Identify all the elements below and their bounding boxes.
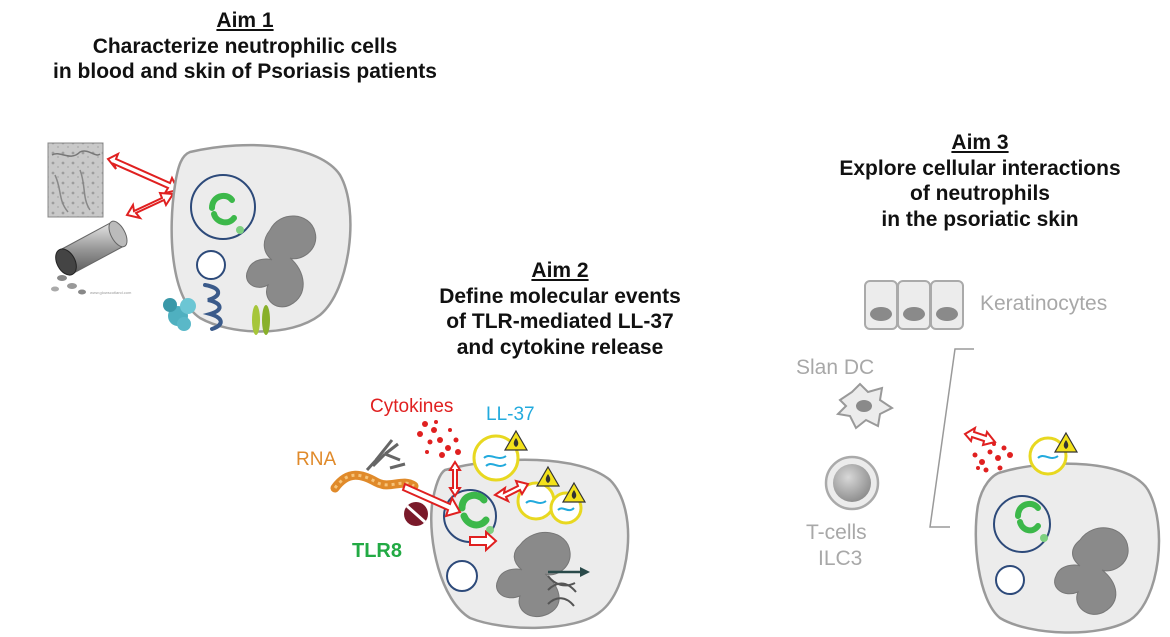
keratinocyte-cells (864, 280, 964, 330)
aim-1-line-1: Characterize neutrophilic cells (92, 34, 398, 58)
protein-structure-icon (163, 298, 196, 331)
aim-2-title: Aim 2 Define molecular events of TLR-med… (395, 258, 725, 360)
bracket-line (929, 348, 974, 528)
aim-1-title: Aim 1 Characterize neutrophilic cells in… (10, 8, 480, 85)
ilc3-label: ILC3 (818, 547, 863, 570)
neutrophil-cell-aim1 (163, 143, 352, 335)
granule-ll37-aim3 (1028, 432, 1078, 476)
aim-3-line-3: in the psoriatic skin (881, 207, 1079, 231)
tlr8-label: TLR8 (352, 540, 402, 562)
aim-3-line-2: of neutrophils (910, 182, 1050, 206)
aim-2-heading: Aim 2 (531, 259, 589, 282)
channel-icon (252, 305, 270, 335)
tlr8-receptor (458, 491, 494, 534)
histology-image (47, 142, 104, 218)
aim-3-title: Aim 3 Explore cellular interactions of n… (795, 130, 1165, 232)
aim-2-line-2: of TLR-mediated LL-37 (446, 310, 674, 334)
tcell-ilc3-cell (824, 455, 880, 511)
rna-strand-icon (330, 470, 419, 493)
multilobed-nucleus (246, 215, 317, 308)
cytokine-dots-aim3 (972, 442, 1013, 473)
cytokine-dots-aim2 (417, 420, 461, 458)
slan-dc-label: Slan DC (796, 356, 875, 379)
antibody-icon (365, 439, 406, 472)
red-arrows-aim2 (401, 460, 530, 553)
cytokines-label: Cytokines (370, 396, 454, 417)
keratinocytes-label: Keratinocytes (980, 292, 1108, 315)
neutrophil-cell-aim3 (974, 462, 1161, 634)
tlr-receptor-green (209, 192, 244, 234)
aim-3-line-1: Explore cellular interactions (839, 156, 1121, 180)
aim-1-line-2: in blood and skin of Psoriasis patients (53, 60, 437, 84)
ll37-label: LL-37 (486, 404, 535, 425)
blood-tube-icon (51, 220, 128, 295)
double-arrows-aim1 (106, 151, 180, 220)
aim-1-heading: Aim 1 (216, 9, 274, 32)
tiny-caption: www.glowscotland.com (90, 290, 132, 295)
dna-icon (547, 575, 577, 607)
aim-2-line-1: Define molecular events (439, 284, 681, 308)
slan-dc-cell (835, 382, 894, 430)
granule-ll37-1 (472, 430, 528, 482)
aim-2-line-3: and cytokine release (456, 335, 664, 359)
granule-ll37-3 (549, 482, 586, 525)
inhibitor-icon (404, 502, 428, 526)
receptor-icon (202, 283, 223, 331)
tcells-label: T-cells (806, 521, 867, 544)
aim-3-heading: Aim 3 (951, 131, 1009, 154)
rna-label: RNA (296, 449, 337, 470)
red-arrow-aim3 (963, 425, 997, 447)
